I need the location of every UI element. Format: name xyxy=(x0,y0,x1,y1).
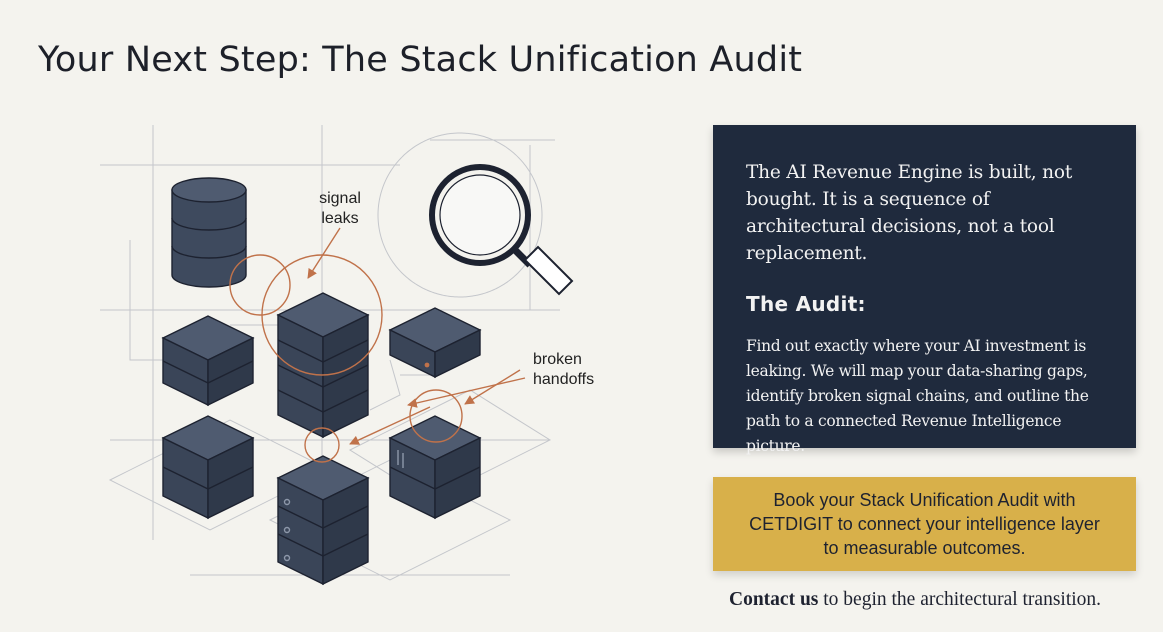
signal-leaks-label-2: leaks xyxy=(321,210,358,227)
page-title: Your Next Step: The Stack Unification Au… xyxy=(38,40,803,80)
broken-handoffs-label-1: broken xyxy=(533,351,582,368)
stack-diagram: signal leaks broken handoffs xyxy=(100,125,594,586)
signal-leaks-label-1: signal xyxy=(319,190,361,207)
intro-text: The AI Revenue Engine is built, not boug… xyxy=(746,162,1073,264)
grid-lines xyxy=(100,125,560,581)
cta-banner[interactable]: Book your Stack Unification Audit with C… xyxy=(713,477,1136,571)
broken-handoffs-label-2: handoffs xyxy=(533,371,594,388)
stack-illustration: signal leaks broken handoffs xyxy=(90,120,650,590)
signal-leak-markers xyxy=(229,227,526,463)
audit-info-panel: The AI Revenue Engine is built, not boug… xyxy=(713,125,1136,455)
database-icon xyxy=(171,177,247,288)
audit-heading: The Audit: xyxy=(746,292,866,316)
cta-text: Book your Stack Unification Audit with C… xyxy=(749,490,1100,558)
server-stack-icon xyxy=(161,292,482,586)
contact-rest-text: to begin the architectural transition. xyxy=(818,589,1102,610)
contact-line: Contact us to begin the architectural tr… xyxy=(729,589,1101,611)
audit-description: Find out exactly where your AI investmen… xyxy=(746,337,1089,455)
contact-us-link[interactable]: Contact us xyxy=(729,589,819,610)
magnifier-icon xyxy=(429,164,574,296)
